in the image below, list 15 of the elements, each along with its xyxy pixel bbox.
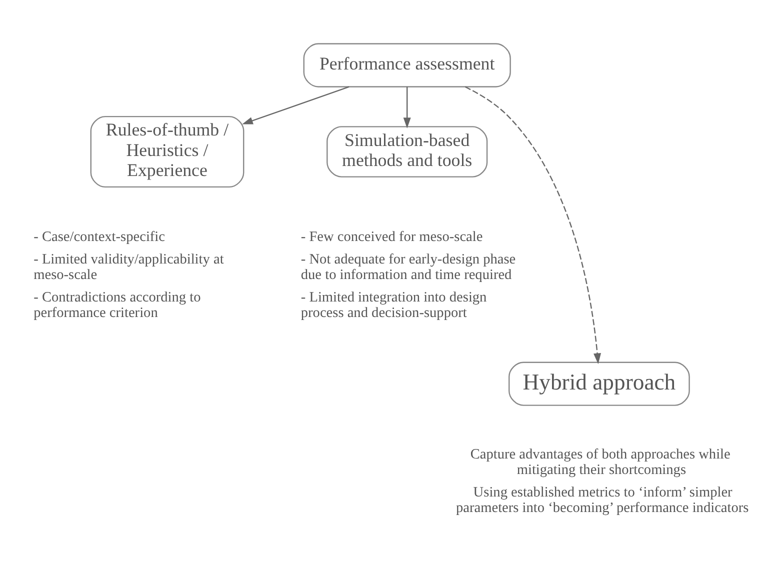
node-label: - Limited integration into design process and decision-support (300, 290, 487, 322)
node-label: - Contradictions according to performance criterion (34, 290, 201, 322)
node-box: Hybrid approach (508, 362, 690, 406)
node-label: - Case/context-specific (34, 228, 166, 245)
node-label: - Not adequate for early-design phase due to information and time required (300, 251, 516, 283)
arrow (242, 86, 350, 124)
node-label: - Few conceived for meso-scale (300, 228, 483, 245)
node-box: Performance assessment (303, 43, 511, 88)
node-box: Simulation-based methods and tools (326, 126, 488, 178)
node-label: - Limited validity/applicability at meso-scale (34, 251, 224, 283)
node-label: Using established metrics to ‘inform’ simpler parameters into ‘becoming’ performance indicators (456, 484, 749, 516)
arrow (464, 86, 602, 364)
arrow (403, 86, 411, 128)
node-label: Capture advantages of both approaches while mitigating their shortcomings (470, 446, 730, 478)
node-box: Rules-of-thumb / Heuristics / Experience (90, 116, 244, 188)
